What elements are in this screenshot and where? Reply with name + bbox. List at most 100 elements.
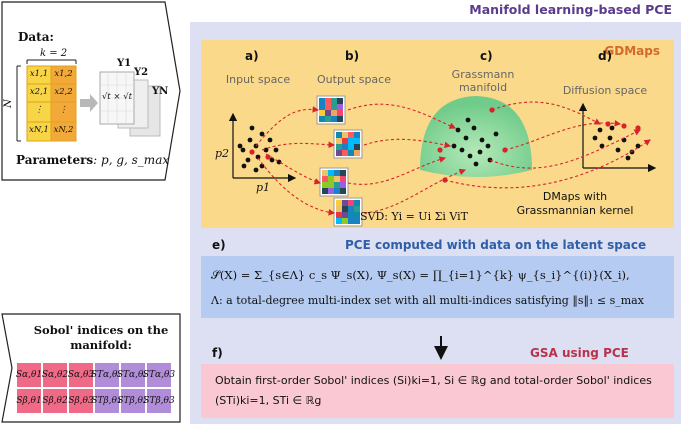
output-label-y2: Y2 xyxy=(134,67,149,78)
flow-arrow xyxy=(347,103,457,129)
gsa-box: Obtain first-order Sobol' indices (Si)ki… xyxy=(201,364,674,418)
output-tile-pixel xyxy=(354,138,360,144)
multi-index-definition: Λ: a total-degree multi-index set with a… xyxy=(211,294,644,307)
sobol-cell: STα,θ2 xyxy=(117,362,149,388)
manifold-point xyxy=(477,149,483,155)
output-tile-pixel xyxy=(322,188,328,194)
output-tile-pixel xyxy=(334,170,340,176)
manifold-point-highlight xyxy=(437,147,443,153)
output-tile-pixel xyxy=(322,170,328,176)
sobol-cell: Sβ,θ2 xyxy=(42,388,68,414)
sobol-cell: STα,θ3 xyxy=(143,362,175,388)
input-point xyxy=(245,157,251,163)
input-point-highlight xyxy=(249,149,255,155)
diffusion-point xyxy=(635,143,641,149)
diffusion-point xyxy=(625,155,631,161)
output-tile-pixel xyxy=(334,182,340,188)
flow-arrow xyxy=(489,129,641,169)
sobol-title: Sobol' indices on the manifold: xyxy=(33,323,169,352)
output-tile-pixel xyxy=(354,212,360,218)
input-points xyxy=(237,125,282,173)
sobol-cell: Sβ,θ3 xyxy=(68,388,94,414)
input-point xyxy=(259,131,265,137)
parameters-line: Parameters: p, g, s_max xyxy=(16,153,169,167)
diffusion-point-highlight xyxy=(605,121,611,127)
flow-arrow xyxy=(261,141,336,151)
matrix-cell: x2,2 xyxy=(54,87,73,97)
output-tile-pixel xyxy=(328,176,334,182)
gsa-line-2: (STi)ki=1, STi ∈ ℝg xyxy=(215,394,322,407)
flow-arrow xyxy=(504,120,622,151)
flow-arrow xyxy=(255,106,320,147)
dmaps-label: DMaps with Grassmannian kernel xyxy=(516,190,634,217)
step-a-letter: a) xyxy=(245,49,259,63)
output-tile-pixel xyxy=(328,188,334,194)
sobol-cell: STβ,θ1 xyxy=(91,388,123,414)
matrix-cell: x2,1 xyxy=(29,87,49,97)
sobol-cell: Sα,θ1 xyxy=(16,362,42,388)
input-point xyxy=(240,147,246,153)
data-panel-frame xyxy=(1,1,181,181)
input-point xyxy=(273,147,279,153)
output-tile-pixel xyxy=(354,150,360,156)
sobol-cell: STβ,θ2 xyxy=(117,388,149,414)
output-tiles xyxy=(316,95,363,227)
output-tile-pixel xyxy=(340,188,346,194)
matrix-cell: x1,2 xyxy=(54,69,73,79)
output-label-yn: YN xyxy=(152,86,169,97)
diffusion-point xyxy=(629,149,635,155)
output-tile-pixel xyxy=(331,98,337,104)
parameters-label: Parameters xyxy=(16,153,94,167)
svd-formula: SVD: Yi = Ui Σi ViT xyxy=(360,210,468,223)
diffusion-point xyxy=(599,143,605,149)
diffusion-point xyxy=(609,125,615,131)
output-tile-pixel xyxy=(319,104,325,110)
output-tile-pixel xyxy=(342,138,348,144)
step-b-label: Output space xyxy=(317,73,391,86)
output-tile-pixel xyxy=(342,150,348,156)
step-c-label: Grassmann manifold xyxy=(451,68,515,94)
output-tile-pixel xyxy=(340,176,346,182)
manifold-point xyxy=(493,131,499,137)
gsa-title: GSA using PCE xyxy=(530,346,629,360)
section-e-letter: e) xyxy=(212,238,226,252)
step-a-label: Input space xyxy=(225,73,291,86)
output-tile-pixel xyxy=(348,206,354,212)
output-tile-pixel xyxy=(336,218,342,224)
matrix-cell: x1,1 xyxy=(29,69,49,79)
flow-arrow xyxy=(265,153,322,185)
pce-panel-title: Manifold learning-based PCE xyxy=(469,2,672,17)
output-tile-pixel xyxy=(354,218,360,224)
output-tile-pixel xyxy=(325,98,331,104)
parameters-values: : p, g, s_max xyxy=(93,153,170,167)
flow-arrow xyxy=(363,168,467,214)
output-tile-pixel xyxy=(328,182,334,188)
matrix-cell: ⋮ xyxy=(59,105,68,115)
output-tile-pixel xyxy=(331,110,337,116)
matrix-cell: xN,2 xyxy=(53,125,74,135)
output-tile-pixel xyxy=(342,132,348,138)
section-f-letter: f) xyxy=(212,346,223,360)
output-tile-pixel xyxy=(354,144,360,150)
gdmaps-title: GDMaps xyxy=(604,44,660,58)
output-tile-pixel xyxy=(325,104,331,110)
sheet-size-label: √t × √t xyxy=(101,92,133,102)
output-tile-pixel xyxy=(319,116,325,122)
output-tile-pixel xyxy=(348,200,354,206)
input-point xyxy=(253,167,259,173)
output-tile-pixel xyxy=(336,150,342,156)
output-tile-pixel xyxy=(331,116,337,122)
flow-arrow xyxy=(347,156,447,185)
flow-arrows xyxy=(255,101,651,216)
manifold-point xyxy=(451,143,457,149)
output-tile-pixel xyxy=(336,206,342,212)
output-tile-pixel xyxy=(322,182,328,188)
diffusion-point-highlight xyxy=(635,125,641,131)
step-c-letter: c) xyxy=(480,49,493,63)
sobol-cell: Sα,θ3 xyxy=(68,362,94,388)
output-tile-pixel xyxy=(319,110,325,116)
output-tile-pixel xyxy=(354,200,360,206)
output-tile-pixel xyxy=(348,138,354,144)
step-d-label: Diffusion space xyxy=(562,84,648,97)
diffusion-point xyxy=(615,147,621,153)
